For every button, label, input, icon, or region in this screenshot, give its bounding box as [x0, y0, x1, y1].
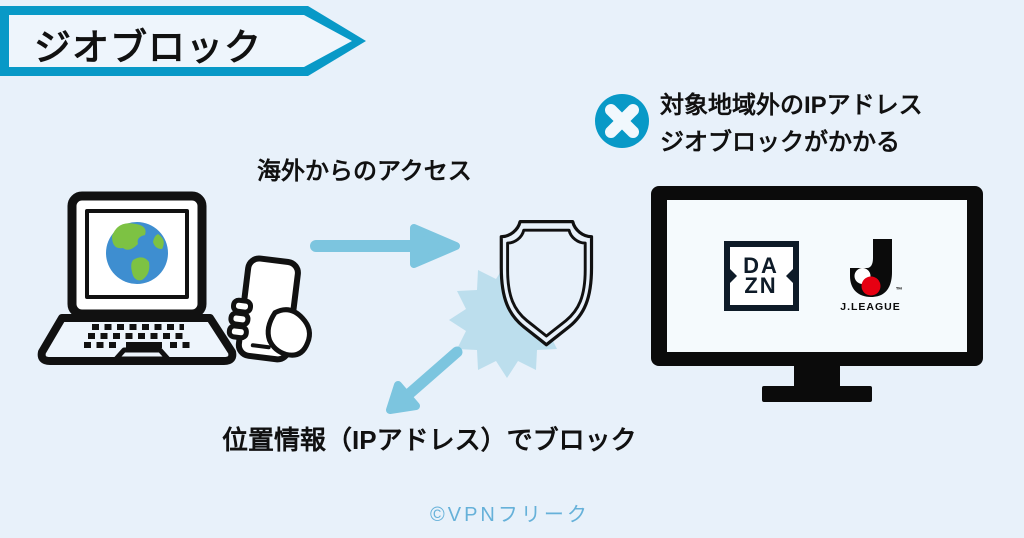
title-banner-ribbon [0, 6, 366, 76]
jleague-j-mark [849, 239, 892, 297]
laptop-touchpad [113, 347, 171, 362]
page-title: ジオブロック [34, 27, 262, 68]
laptop-icon [37, 191, 237, 365]
smartphone-hand-icon [226, 255, 312, 363]
laptop-keyboard [84, 324, 194, 348]
blocked-caption-line2: ジオブロックがかかる [660, 129, 900, 156]
shield-icon [449, 220, 594, 378]
globe-icon [106, 222, 168, 284]
dazn-logo-text-line1: DA [743, 252, 779, 278]
overseas-access-label: 海外からのアクセス [257, 158, 472, 185]
tv-stand-base [762, 386, 872, 402]
watermark: ©VPNフリーク [430, 504, 590, 526]
dazn-logo: DA ZN [723, 241, 799, 311]
arrow-down-left-icon [386, 346, 463, 414]
dazn-notch-right [785, 268, 794, 284]
jleague-logo: ™ J.LEAGUE [831, 239, 911, 313]
blocked-caption-line1: 対象地域外のIPアドレス [660, 92, 923, 119]
tv-stand-neck [794, 366, 840, 386]
tv-icon: DA ZN ™ J.LEAGUE [651, 186, 983, 402]
block-method-label: 位置情報（IPアドレス）でブロック [222, 425, 637, 455]
arrow-right-icon [310, 224, 460, 268]
tv-frame: DA ZN ™ J.LEAGUE [651, 186, 983, 366]
jleague-logo-text: J.LEAGUE [840, 301, 901, 313]
dazn-logo-text-line2: ZN [744, 273, 778, 298]
jleague-trademark: ™ [895, 287, 903, 294]
tv-screen: DA ZN ™ J.LEAGUE [667, 200, 967, 352]
dazn-notch-left [728, 268, 737, 284]
blocked-x-icon [595, 94, 649, 148]
blocked-caption: 対象地域外のIPアドレス ジオブロックがかかる [660, 87, 923, 161]
